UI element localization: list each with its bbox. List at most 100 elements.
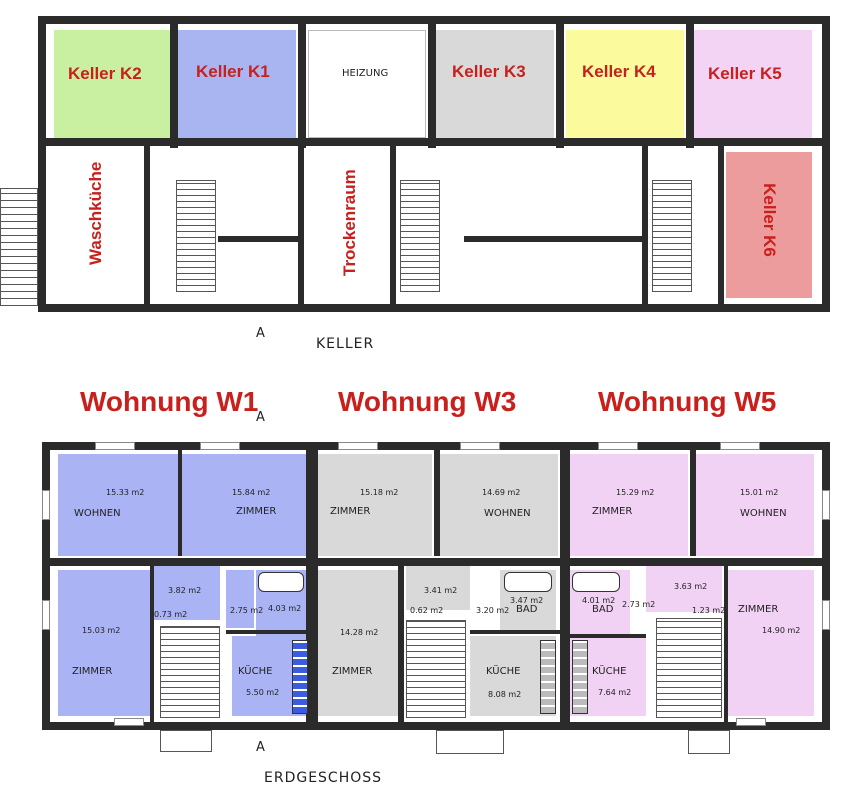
name-w3-bad: BAD <box>516 604 538 615</box>
area-w3-zimmer-top: 15.18 m2 <box>360 488 399 497</box>
wall <box>434 450 440 556</box>
bathtub-w5 <box>572 572 620 592</box>
label-keller-k6: Keller K6 <box>760 183 779 257</box>
area-w3-wohnen: 14.69 m2 <box>482 488 521 497</box>
label-keller-k1: Keller K1 <box>196 62 270 81</box>
area-w5-zimmer-bottom: 14.90 m2 <box>762 626 801 635</box>
stairs-basement-2 <box>400 180 440 292</box>
ground-floor-title: ERDGESCHOSS <box>264 770 383 786</box>
name-w3-wohnen: WOHNEN <box>484 508 531 519</box>
window <box>42 600 50 630</box>
room-keller-k2 <box>54 30 170 138</box>
kitchen-counter-w1 <box>292 640 308 714</box>
area-w1-flur: 3.82 m2 <box>168 586 202 595</box>
basement-section-marker: A <box>256 326 265 341</box>
room-w1-zimmer-top <box>182 454 306 556</box>
wall <box>690 450 696 556</box>
name-w5-wohnen: WOHNEN <box>740 508 787 519</box>
window <box>822 490 830 520</box>
name-w1-zimmer-bottom: ZIMMER <box>72 666 113 677</box>
window <box>736 718 766 726</box>
area-w1-bad: 4.03 m2 <box>268 604 302 613</box>
label-keller-k5: Keller K5 <box>708 64 782 83</box>
room-w5-flur <box>646 560 722 612</box>
area-w3-zimmer-bottom: 14.28 m2 <box>340 628 379 637</box>
basement-title: KELLER <box>316 336 375 352</box>
label-keller-k3: Keller K3 <box>452 62 526 81</box>
label-keller-k4: Keller K4 <box>582 62 656 81</box>
name-w1-zimmer-top: ZIMMER <box>236 506 277 517</box>
kitchen-counter-w3 <box>540 640 556 714</box>
area-w5-wc: 1.23 m2 <box>692 606 726 615</box>
room-trockenraum <box>308 150 390 298</box>
entrance-steps-w5 <box>688 730 730 754</box>
name-w3-zimmer-bottom: ZIMMER <box>332 666 373 677</box>
label-keller-k2: Keller K2 <box>68 64 142 83</box>
area-w1-zimmer-top: 15.84 m2 <box>232 488 271 497</box>
wall <box>298 146 304 304</box>
name-w5-kueche: KÜCHE <box>592 666 627 677</box>
room-keller-k1 <box>178 30 296 138</box>
window <box>720 442 760 450</box>
wall <box>428 24 436 148</box>
name-w5-zimmer-top: ZIMMER <box>592 506 633 517</box>
label-waschkueche: Waschküche <box>86 161 105 265</box>
room-heizung <box>308 30 426 138</box>
area-w5-zimmer-top: 15.29 m2 <box>616 488 655 497</box>
area-w1-wc: 0.73 m2 <box>154 610 188 619</box>
room-waschkueche <box>54 150 144 298</box>
label-heizung: HEIZUNG <box>342 68 389 79</box>
area-w3-bad: 3.47 m2 <box>510 596 544 605</box>
kitchen-counter-w5 <box>572 640 588 714</box>
wall <box>398 566 404 722</box>
area-w3-kueche: 8.08 m2 <box>488 690 522 699</box>
area-w5-bad: 4.01 m2 <box>582 596 616 605</box>
bathtub-w3 <box>504 572 552 592</box>
room-w1-wohnen <box>58 454 178 556</box>
area-w1-wohnen: 15.33 m2 <box>106 488 145 497</box>
wall <box>718 146 724 304</box>
room-w3-wohnen <box>440 454 558 556</box>
wall <box>178 450 182 556</box>
room-w1-abst <box>226 570 254 628</box>
entrance-steps-w3 <box>436 730 504 754</box>
room-w5-zimmer-top <box>570 454 688 556</box>
area-w5-kueche: 7.64 m2 <box>598 688 632 697</box>
entrance-steps-w1 <box>160 730 212 752</box>
ground-section-marker-top: A <box>256 410 265 425</box>
name-w5-zimmer-bottom: ZIMMER <box>738 604 779 615</box>
window <box>338 442 378 450</box>
room-w5-zimmer-bottom <box>728 570 814 716</box>
window <box>95 442 135 450</box>
window <box>200 442 240 450</box>
area-w3-abst: 3.20 m2 <box>476 606 510 615</box>
wall <box>144 146 150 304</box>
wall <box>470 630 560 634</box>
room-keller-k4 <box>566 30 684 138</box>
room-w1-flur <box>152 560 220 620</box>
name-w3-zimmer-top: ZIMMER <box>330 506 371 517</box>
name-w3-kueche: KÜCHE <box>486 666 521 677</box>
area-w3-wc: 0.62 m2 <box>410 606 444 615</box>
room-keller-k5 <box>694 30 812 138</box>
area-w5-flur: 3.63 m2 <box>674 582 708 591</box>
area-w5-abst: 2.73 m2 <box>622 600 656 609</box>
window <box>598 442 638 450</box>
stairs-basement-3 <box>652 180 692 292</box>
stairs-ground-w3 <box>406 620 466 718</box>
window <box>822 600 830 630</box>
wall <box>686 24 694 148</box>
title-wohnung-w3: Wohnung W3 <box>338 386 517 417</box>
ground-section-marker-bottom: A <box>256 740 265 755</box>
wall <box>298 24 306 148</box>
area-w1-abst: 2.75 m2 <box>230 606 264 615</box>
window <box>42 490 50 520</box>
area-w5-wohnen: 15.01 m2 <box>740 488 779 497</box>
title-wohnung-w1: Wohnung W1 <box>80 386 259 417</box>
room-w1-zimmer-bottom <box>58 570 150 716</box>
bathtub-w1 <box>258 572 304 592</box>
title-wohnung-w5: Wohnung W5 <box>598 386 777 417</box>
wall <box>464 236 642 242</box>
room-keller-k3 <box>436 30 554 138</box>
stairs-ground-w5 <box>656 618 722 718</box>
